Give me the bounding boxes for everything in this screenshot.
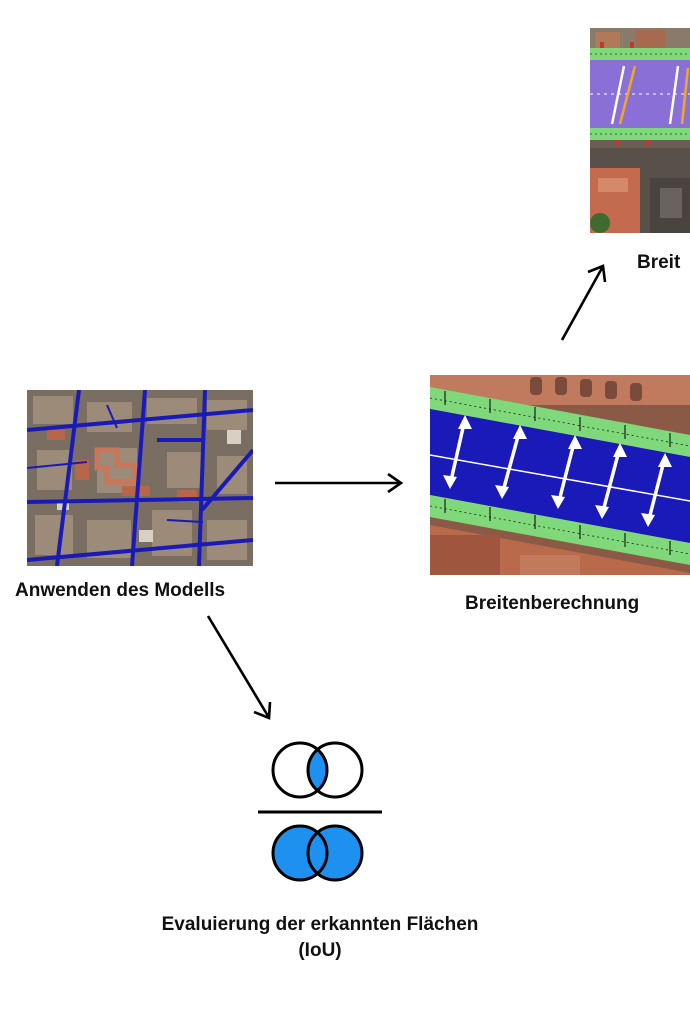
width-calc-label: Breitenberechnung xyxy=(465,593,640,614)
width-calc-image xyxy=(430,375,690,575)
arrow-to-evaluation xyxy=(206,615,272,720)
width-lanes-label: Breit xyxy=(637,252,681,273)
apply-model-label: Anwenden des Modells xyxy=(15,580,226,601)
width-lanes-image xyxy=(590,28,690,233)
arrow-to-lanes xyxy=(560,264,607,341)
evaluation-label-line2: (IoU) xyxy=(298,940,342,961)
aerial-map-image xyxy=(27,390,253,566)
arrow-to-width-calc xyxy=(275,472,404,494)
evaluation-label-line1: Evaluierung der erkannten Flächen xyxy=(161,914,479,935)
iou-icon xyxy=(258,741,382,882)
